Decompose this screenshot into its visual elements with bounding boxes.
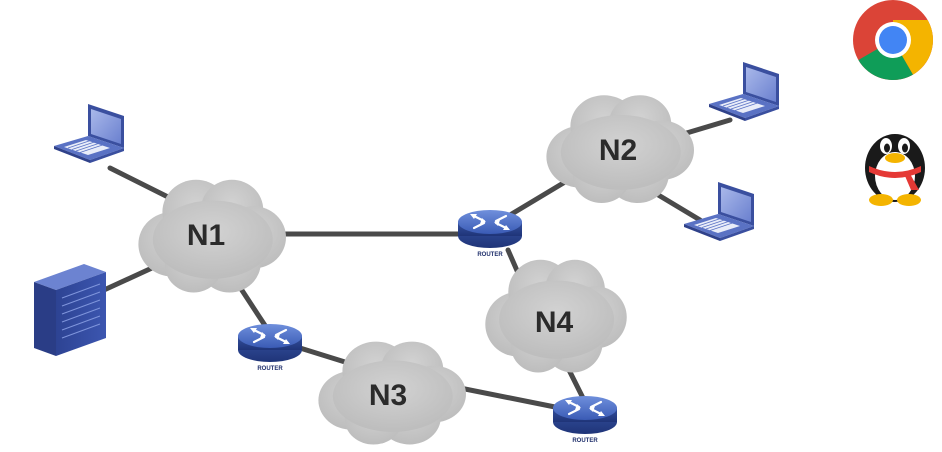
- router-top-label: ROUTER: [477, 252, 503, 258]
- link-router-top-n2: [507, 179, 568, 218]
- chrome-icon: [853, 0, 933, 80]
- network-label-n2: N2: [599, 134, 637, 167]
- link-n2-laptop2: [677, 117, 733, 138]
- router-bottom-label: ROUTER: [572, 438, 598, 444]
- link-n3-router-bottom: [447, 383, 563, 411]
- network-label-n4: N4: [535, 306, 574, 339]
- router-bottom-icon: [551, 394, 619, 436]
- laptop-icon: [708, 61, 780, 122]
- network-label-n1: N1: [187, 219, 225, 252]
- qq-penguin-icon: [865, 134, 925, 206]
- laptop-icon: [53, 103, 125, 164]
- laptop-icon: [683, 181, 755, 242]
- router-left-label: ROUTER: [257, 366, 283, 372]
- network-label-n3: N3: [369, 379, 407, 412]
- router-left-icon: [236, 322, 304, 364]
- server-icon: [34, 264, 106, 356]
- link-laptop1-n1: [107, 165, 173, 201]
- router-top-icon: [456, 208, 524, 250]
- link-router-left-n3: [297, 345, 348, 365]
